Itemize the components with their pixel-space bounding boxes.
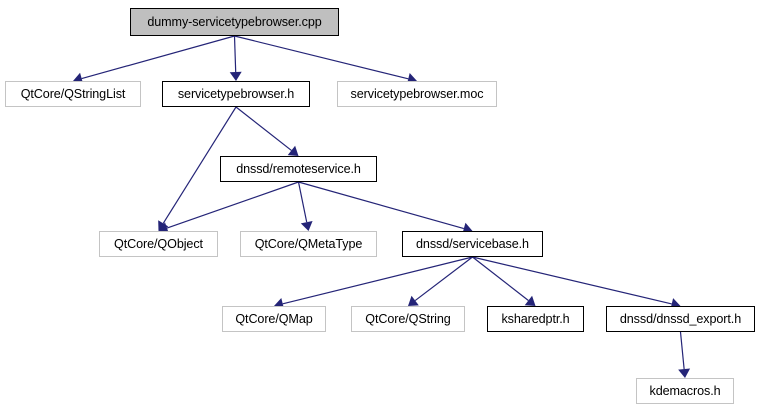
graph-edge-stbrowser-to-remoteservice [235,106,299,156]
graph-node-stbrowser[interactable]: servicetypebrowser.h [162,81,310,107]
graph-edge-servicebase-to-qstring [408,256,473,306]
graph-node-label: QtCore/QString [365,311,451,326]
graph-edge-remoteservice-to-servicebase [298,181,473,235]
graph-node-ksharedptr[interactable]: ksharedptr.h [487,306,584,332]
graph-node-kdemacros[interactable]: kdemacros.h [636,378,734,404]
graph-node-label: dnssd/dnssd_export.h [619,311,742,326]
graph-node-qstring[interactable]: QtCore/QString [351,306,465,332]
graph-edge-root-to-stbrowser [229,35,242,81]
graph-edge-remoteservice-to-qmetatype [297,181,313,231]
graph-edge-servicebase-to-qmap [274,256,473,310]
graph-node-label: QtCore/QMap [235,311,313,326]
graph-edge-servicebase-to-dnssdexport [472,256,681,310]
graph-edge-remoteservice-to-qobject [158,181,299,234]
graph-edge-dnssdexport-to-kdemacros [678,331,691,378]
graph-node-label: dnssd/remoteservice.h [236,161,361,176]
graph-edge-servicebase-to-ksharedptr [472,256,536,306]
graph-node-qstringlist[interactable]: QtCore/QStringList [5,81,141,107]
graph-node-qmetatype[interactable]: QtCore/QMetaType [240,231,377,257]
graph-node-servicebase[interactable]: dnssd/servicebase.h [402,231,543,257]
graph-edge-root-to-stbrowsermoc [234,35,417,85]
graph-node-label: kdemacros.h [649,383,721,398]
graph-node-label: QtCore/QStringList [20,86,126,101]
graph-node-root[interactable]: dummy-servicetypebrowser.cpp [130,8,339,36]
graph-node-label: dnssd/servicebase.h [416,236,529,251]
graph-node-qobject[interactable]: QtCore/QObject [99,231,218,257]
graph-node-label: dummy-servicetypebrowser.cpp [147,14,322,29]
graph-node-qmap[interactable]: QtCore/QMap [222,306,326,332]
graph-node-label: servicetypebrowser.h [177,86,295,101]
graph-node-label: ksharedptr.h [501,311,570,326]
graph-node-remoteservice[interactable]: dnssd/remoteservice.h [220,156,377,182]
graph-node-label: servicetypebrowser.moc [350,86,484,101]
graph-node-dnssdexport[interactable]: dnssd/dnssd_export.h [606,306,755,332]
graph-edge-root-to-qstringlist [73,35,235,85]
graph-node-label: QtCore/QMetaType [254,236,363,251]
graph-node-label: QtCore/QObject [114,236,203,251]
graph-node-stbrowsermoc[interactable]: servicetypebrowser.moc [337,81,497,107]
